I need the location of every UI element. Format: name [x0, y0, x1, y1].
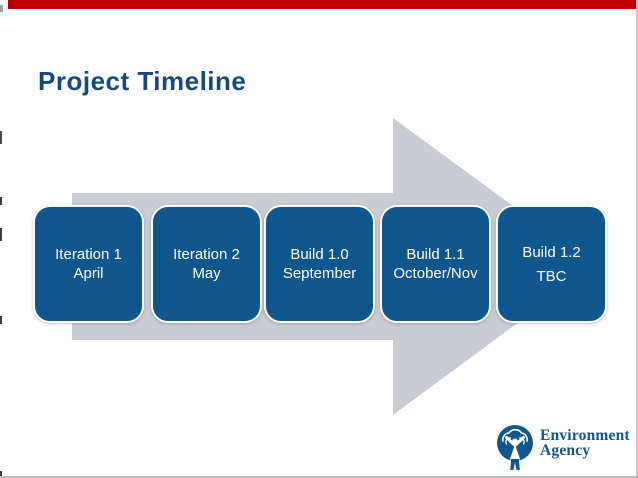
timeline-step-iteration-2: Iteration 2 May — [151, 205, 262, 323]
step-label: Build 1.2 — [522, 243, 581, 261]
timeline-step-build-1-0: Build 1.0 September — [264, 205, 375, 323]
left-edge-artifact — [0, 197, 2, 205]
timeline-step-build-1-2: Build 1.2 TBC — [496, 205, 607, 323]
step-date: May — [192, 265, 221, 282]
step-label: Iteration 2 — [173, 246, 240, 263]
step-date: April — [73, 265, 104, 282]
logo-text-line2: Agency — [540, 442, 591, 459]
step-label: Build 1.0 — [290, 246, 349, 263]
bottom-edge-border — [0, 476, 638, 478]
left-edge-artifact — [0, 316, 2, 324]
right-edge-border — [636, 0, 638, 478]
slide-title: Project Timeline — [38, 66, 247, 96]
step-date: October/Nov — [393, 265, 478, 282]
timeline-step-build-1-1: Build 1.1 October/Nov — [380, 205, 491, 323]
timeline-step-iteration-1: Iteration 1 April — [33, 205, 144, 323]
step-label: Build 1.1 — [406, 246, 465, 263]
top-accent-bar — [8, 0, 638, 9]
step-label: Iteration 1 — [55, 246, 122, 263]
environment-agency-logo: Environment Agency — [496, 424, 630, 471]
step-date: TBC — [536, 267, 567, 285]
left-edge-artifact — [0, 5, 3, 12]
left-edge-artifact — [0, 228, 2, 241]
logo-text-line1: Environment — [540, 427, 630, 444]
left-edge-artifact — [0, 131, 2, 144]
ea-tree-figure-icon — [497, 425, 533, 470]
left-edge-artifact — [0, 471, 2, 476]
step-date: September — [282, 265, 357, 282]
